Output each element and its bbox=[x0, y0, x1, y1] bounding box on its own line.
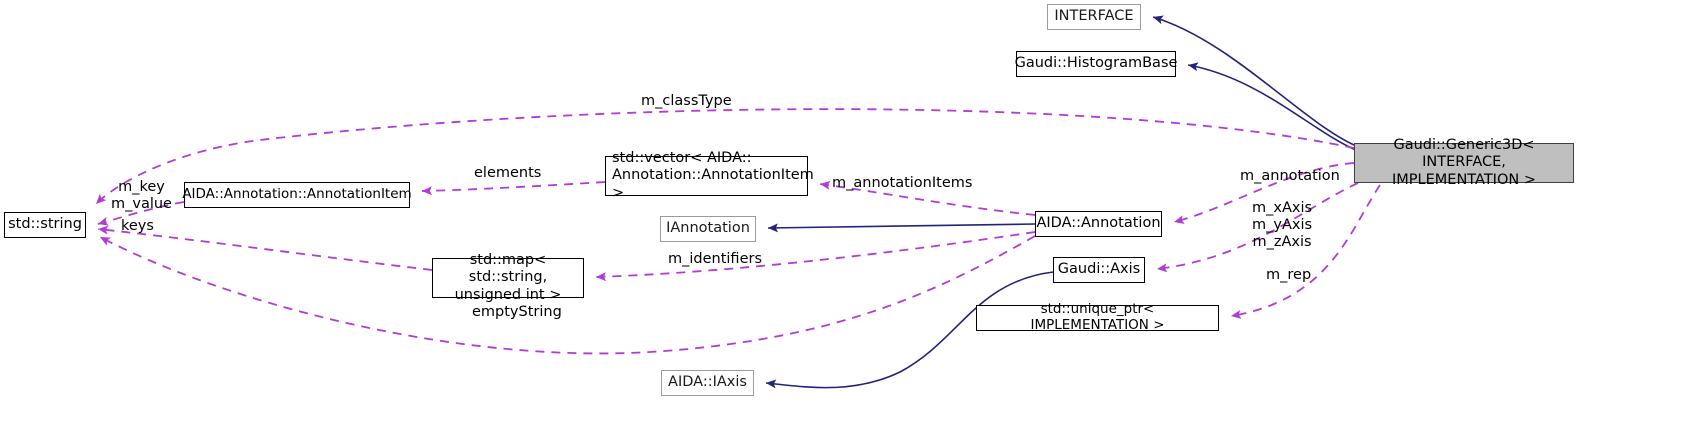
edge-label-keys: keys bbox=[121, 218, 154, 234]
edge-label-m-classtype: m_classType bbox=[641, 93, 732, 109]
edge-label-m-xyz-axis: m_xAxis m_yAxis m_zAxis bbox=[1252, 200, 1313, 251]
node-interface[interactable]: INTERFACE bbox=[1047, 4, 1141, 30]
edge-generic3d-interface bbox=[1152, 15, 1355, 146]
edge-label-emptystring: emptyString bbox=[472, 304, 562, 320]
node-aida-annotation[interactable]: AIDA::Annotation bbox=[1035, 211, 1162, 237]
edge-generic3d-histogrambase bbox=[1187, 62, 1357, 151]
edge-label-m-identifiers: m_identifiers bbox=[668, 251, 763, 267]
edge-label-m-annotationitems: m_annotationItems bbox=[832, 175, 973, 191]
node-std-map-string-uint[interactable]: std::map< std::string, unsigned int > bbox=[432, 252, 584, 303]
edge-label-elements: elements bbox=[474, 165, 542, 181]
edge-vector-annotationitem bbox=[421, 181, 606, 196]
node-aida-annotation-annotationitem[interactable]: AIDA::Annotation::AnnotationItem bbox=[182, 182, 412, 208]
node-gaudi-axis[interactable]: Gaudi::Axis bbox=[1053, 257, 1145, 283]
node-aida-iaxis[interactable]: AIDA::IAxis bbox=[661, 370, 754, 396]
edge-stdmap-stdstring bbox=[97, 225, 433, 271]
node-std-string[interactable]: std::string bbox=[4, 212, 86, 238]
node-iannotation[interactable]: IAnnotation bbox=[660, 216, 756, 242]
edge-annotation-iannotation bbox=[767, 223, 1036, 233]
node-std-vector-annotationitem[interactable]: std::vector< AIDA:: Annotation::Annotati… bbox=[605, 150, 814, 201]
node-gaudi-generic3d[interactable]: Gaudi::Generic3D< INTERFACE, IMPLEMENTAT… bbox=[1354, 137, 1574, 188]
edge-label-m-annotation: m_annotation bbox=[1240, 168, 1340, 184]
edge-label-m-rep: m_rep bbox=[1266, 267, 1312, 283]
edge-label-m-key-m-value: m_key m_value bbox=[111, 179, 172, 213]
node-std-unique-ptr-implementation[interactable]: std::unique_ptr< IMPLEMENTATION > bbox=[976, 301, 1219, 333]
node-gaudi-histogrambase[interactable]: Gaudi::HistogramBase bbox=[1015, 51, 1177, 77]
